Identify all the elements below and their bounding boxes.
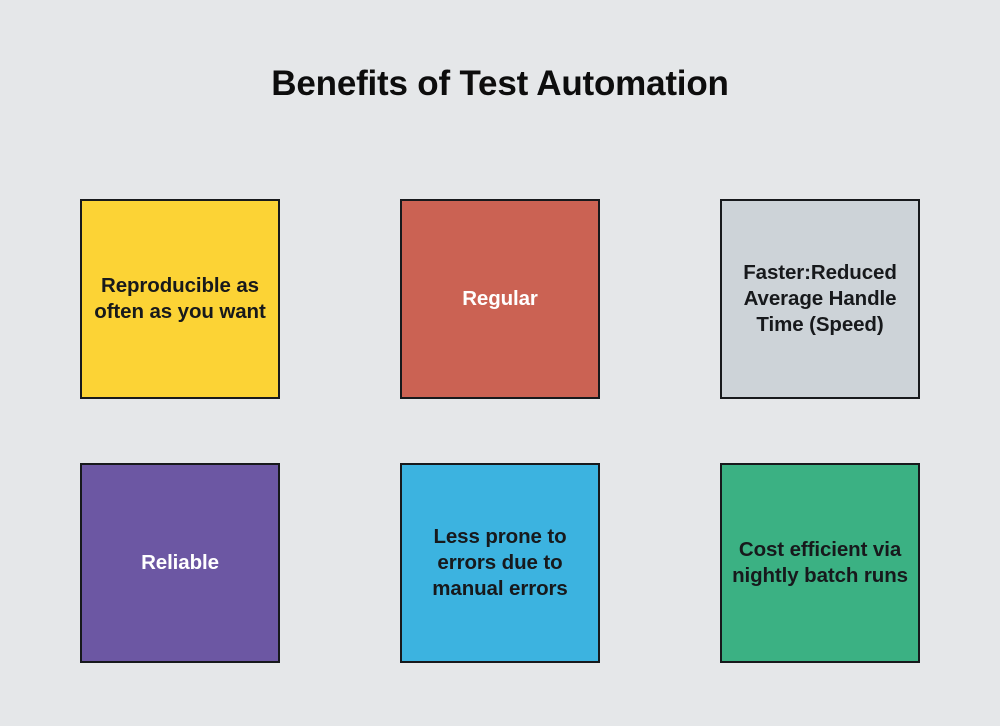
benefit-card-less-prone-to-errors[interactable]: Less prone to errors due to manual error… [400,463,600,663]
benefit-card-label: Less prone to errors due to manual error… [432,525,568,600]
benefit-card-label: Faster:Reduced Average Handle Time (Spee… [743,261,897,336]
benefit-card-label: Cost efficient via nightly batch runs [732,538,908,587]
benefit-card-label: Reliable [141,551,219,574]
benefit-card-regular[interactable]: Regular [400,199,600,399]
benefit-card-faster[interactable]: Faster:Reduced Average Handle Time (Spee… [720,199,920,399]
benefit-card-cost-efficient[interactable]: Cost efficient via nightly batch runs [720,463,920,663]
benefit-card-label: Reproducible as often as you want [94,274,266,323]
benefit-card-reliable[interactable]: Reliable [80,463,280,663]
benefit-card-grid: Reproducible as often as you want Regula… [80,199,920,663]
benefit-card-reproducible[interactable]: Reproducible as often as you want [80,199,280,399]
benefit-card-label: Regular [462,287,538,310]
page-title: Benefits of Test Automation [271,64,729,103]
